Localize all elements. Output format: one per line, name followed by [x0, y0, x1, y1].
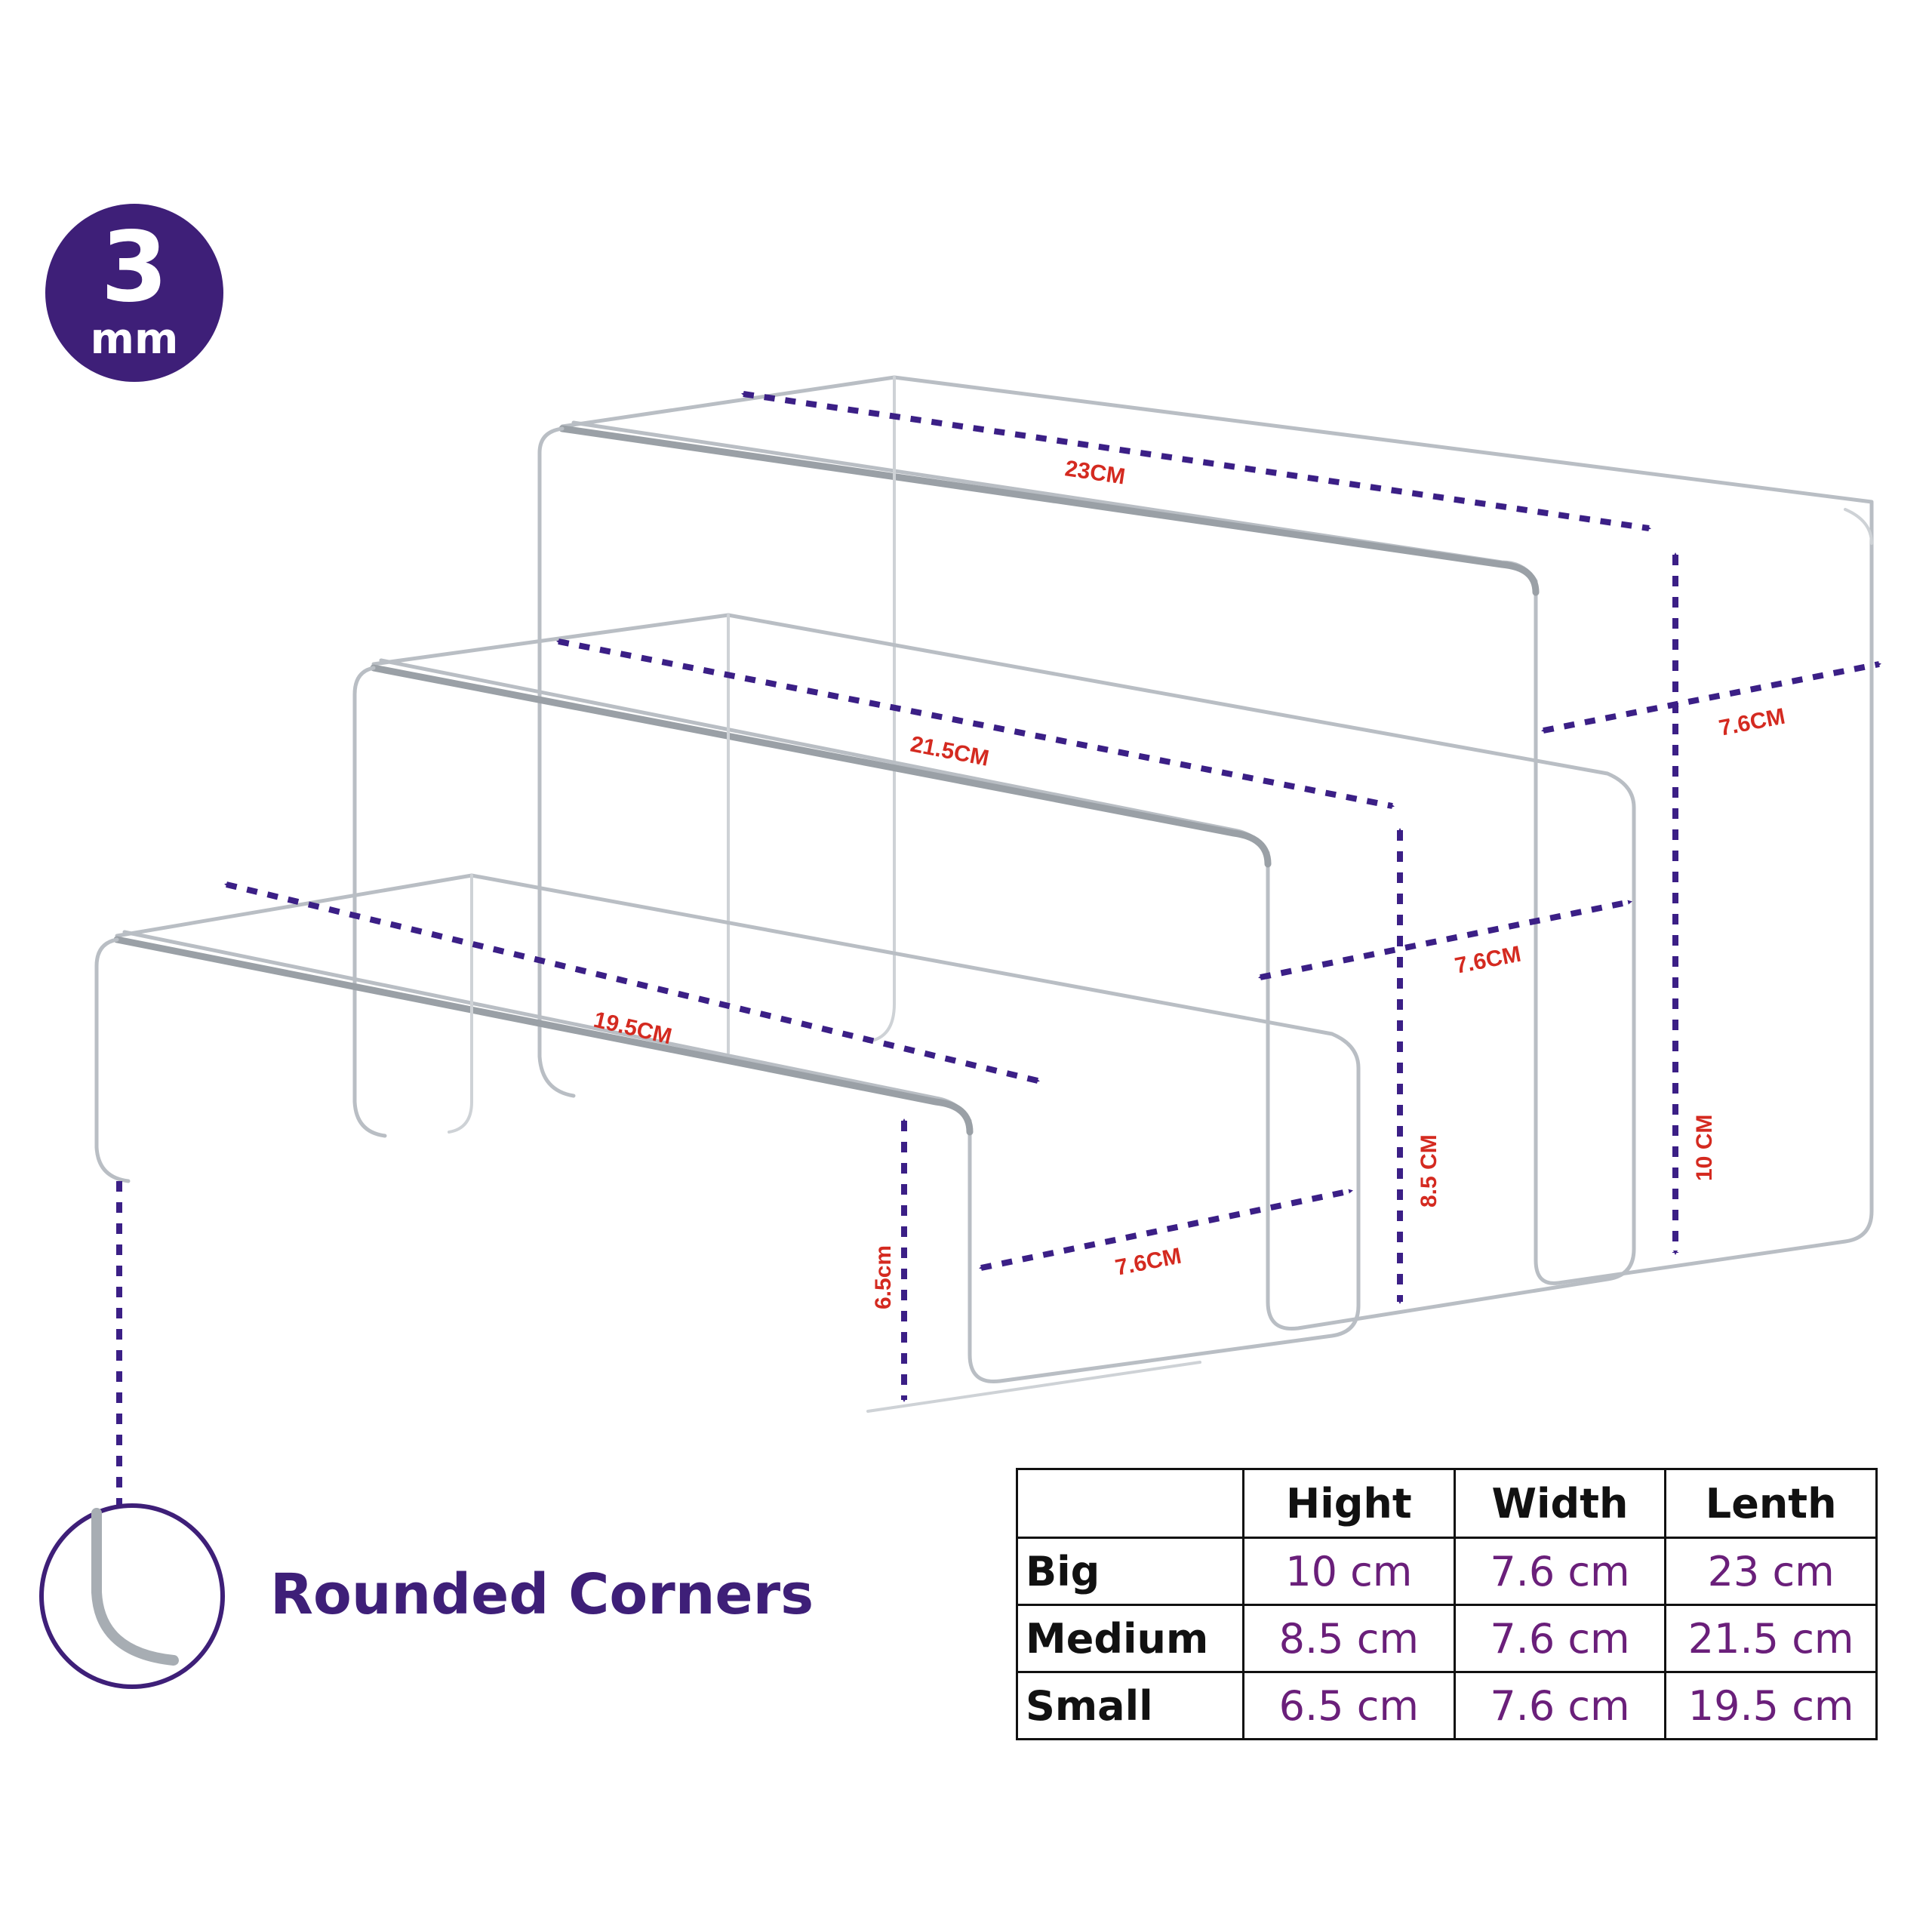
big-length-arrow — [741, 391, 1651, 531]
table-header-lenth: Lenth — [1664, 1468, 1878, 1539]
size-spec-table: Hight Width Lenth Big 10 cm 7.6 cm 23 cm… — [1016, 1468, 1878, 1740]
cell-medium-hight: 8.5 cm — [1242, 1604, 1456, 1673]
medium-height-label: 8.5 CM — [1417, 1134, 1441, 1208]
corner-zoom-edge — [91, 1508, 179, 1666]
big-dimensions: 23CM 7.6CM 10 CM — [741, 391, 1881, 1255]
big-height-label: 10 CM — [1692, 1115, 1717, 1181]
table-row: Medium 8.5 cm 7.6 cm 21.5 cm — [1016, 1604, 1878, 1673]
cell-medium-lenth: 21.5 cm — [1664, 1604, 1878, 1673]
table-row: Small 6.5 cm 7.6 cm 19.5 cm — [1016, 1671, 1878, 1740]
thickness-unit: mm — [90, 315, 179, 364]
thickness-badge: 3 mm — [45, 204, 223, 382]
big-width-label: 7.6CM — [1717, 704, 1787, 741]
table-row: Big 10 cm 7.6 cm 23 cm — [1016, 1537, 1878, 1606]
medium-width-arrow — [1258, 899, 1632, 980]
row-label-medium: Medium — [1016, 1604, 1244, 1673]
small-width-label: 7.6CM — [1113, 1244, 1183, 1281]
row-label-big: Big — [1016, 1537, 1244, 1606]
table-header-width: Width — [1453, 1468, 1667, 1539]
small-riser — [94, 873, 1361, 1413]
cell-big-lenth: 23 cm — [1664, 1537, 1878, 1606]
thickness-value: 3 — [100, 211, 168, 324]
rounded-corners-caption: Rounded Corners — [270, 1562, 814, 1627]
cell-small-width: 7.6 cm — [1453, 1671, 1667, 1740]
rounded-corner-callout — [39, 1181, 225, 1689]
cell-big-hight: 10 cm — [1242, 1537, 1456, 1606]
table-header-empty — [1016, 1468, 1244, 1539]
medium-width-label: 7.6CM — [1453, 942, 1523, 979]
small-dimensions: 19.5CM 7.6CM 6.5cm — [224, 881, 1353, 1402]
big-width-arrow — [1541, 661, 1881, 734]
table-header-row: Hight Width Lenth — [1016, 1468, 1878, 1539]
cell-small-hight: 6.5 cm — [1242, 1671, 1456, 1740]
cell-small-lenth: 19.5 cm — [1664, 1671, 1878, 1740]
cell-big-width: 7.6 cm — [1453, 1537, 1667, 1606]
table-header-hight: Hight — [1242, 1468, 1456, 1539]
corner-zoom-circle — [39, 1503, 225, 1689]
big-length-label: 23CM — [1063, 456, 1127, 489]
medium-length-arrow — [556, 638, 1395, 809]
small-height-label: 6.5cm — [871, 1245, 896, 1309]
medium-length-label: 21.5CM — [909, 731, 991, 771]
cell-medium-width: 7.6 cm — [1453, 1604, 1667, 1673]
row-label-small: Small — [1016, 1671, 1244, 1740]
medium-dimensions: 21.5CM 7.6CM 8.5 CM — [556, 638, 1632, 1304]
